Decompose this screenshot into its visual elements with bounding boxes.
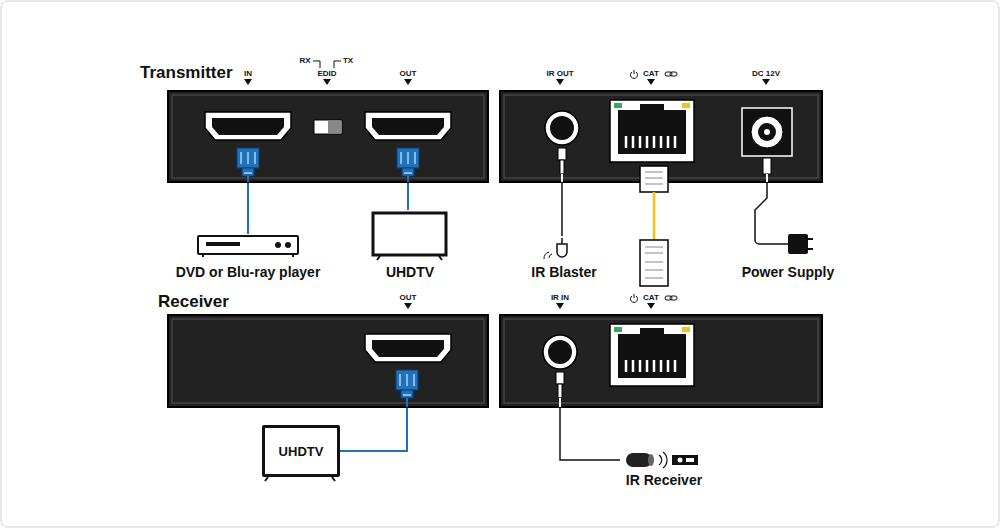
port-label: EDID: [317, 70, 336, 78]
port-label: IN: [244, 70, 252, 78]
port-label: IR IN: [551, 294, 569, 302]
device-label: UHDTV: [362, 265, 458, 279]
port-label: TX: [343, 57, 353, 65]
device-label: IR Receiver: [620, 473, 708, 487]
power-supply: Power Supply: [737, 228, 840, 284]
ir-cable: [560, 407, 620, 460]
port-label: RX: [299, 57, 310, 65]
ir-blaster: IR Blaster: [526, 236, 602, 284]
disc-player: DVD or Blu-ray player: [171, 234, 326, 284]
unit-heading: Receiver: [158, 293, 229, 310]
power-cable: [755, 182, 767, 228]
tv-display: UHDTV: [362, 210, 458, 284]
ir-cable: [561, 182, 563, 236]
device-label: IR Blaster: [526, 265, 602, 279]
port-label: IR OUT: [546, 70, 573, 78]
hdmi-cable: [407, 182, 409, 210]
hdmi-cable: [340, 407, 407, 451]
port-label: OUT: [400, 70, 417, 78]
port-label: OUT: [400, 294, 417, 302]
transmitter-rear-panel: IR OUTCATDC 12V: [500, 91, 822, 182]
tv-display-box: UHDTV: [262, 425, 340, 477]
port-label: CAT: [643, 294, 659, 302]
unit-heading: Transmitter: [140, 64, 233, 81]
device-label: Power Supply: [737, 265, 840, 279]
ir-receiver: IR Receiver: [620, 448, 708, 492]
hdmi-cable: [247, 182, 249, 234]
device-label: DVD or Blu-ray player: [171, 265, 326, 279]
receiver-rear-panel: IR INCAT: [500, 315, 822, 407]
port-label: CAT: [643, 70, 659, 78]
transmitter-front-panel: TransmitterINRXEDIDTXOUT: [168, 91, 488, 182]
port-label: DC 12V: [752, 70, 780, 78]
device-label: UHDTV: [279, 445, 324, 458]
receiver-front-panel: ReceiverOUT: [168, 315, 488, 407]
